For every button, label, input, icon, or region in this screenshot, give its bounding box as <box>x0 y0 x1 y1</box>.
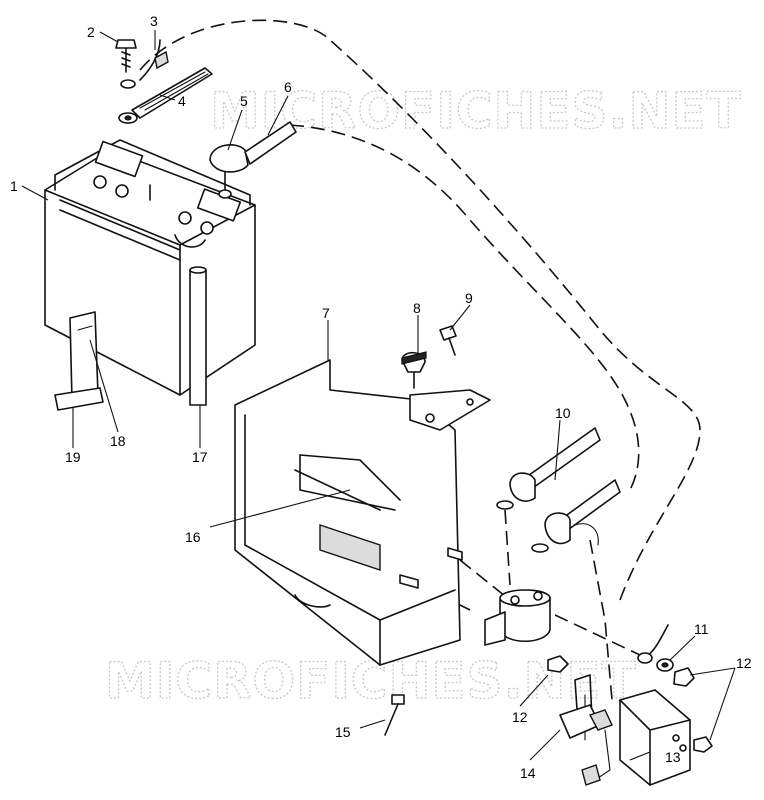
box-bracket <box>409 389 491 431</box>
ring-terminal <box>637 624 674 672</box>
battery-cable <box>244 121 297 165</box>
callout-1: 1 <box>10 178 18 194</box>
callout-11: 11 <box>694 621 709 637</box>
callout-2: 2 <box>87 24 95 40</box>
callout-19: 19 <box>65 449 81 465</box>
callout-14: 14 <box>520 765 536 781</box>
terminal-bolt <box>115 39 137 73</box>
vent-tube <box>189 266 207 406</box>
callout-6: 6 <box>284 79 292 95</box>
callout-12-left: 12 <box>512 709 528 725</box>
battery-strap <box>118 67 213 124</box>
nuts <box>547 655 713 753</box>
callout-10: 10 <box>555 405 571 421</box>
starter-solenoid <box>484 589 551 646</box>
callout-numbers: 1 2 3 4 5 6 7 8 9 10 11 12 12 13 14 15 1… <box>10 13 752 781</box>
callout-8: 8 <box>413 300 421 316</box>
cable-clip <box>401 351 427 389</box>
bottom-bolt <box>384 694 405 736</box>
leader-lines <box>21 30 736 761</box>
connector <box>559 704 613 786</box>
callout-15: 15 <box>335 724 351 740</box>
solenoid-cables <box>496 427 621 553</box>
callout-3: 3 <box>150 13 158 29</box>
callout-12-right: 12 <box>736 655 752 671</box>
callout-13: 13 <box>665 749 681 765</box>
callout-7: 7 <box>322 305 330 321</box>
mounting-bolt <box>439 325 457 356</box>
callout-17: 17 <box>192 449 208 465</box>
watermark-top: MICROFICHES.NET <box>210 82 742 140</box>
battery-box <box>234 359 461 666</box>
studs <box>399 547 463 589</box>
callout-9: 9 <box>465 290 473 306</box>
box-inner-panel <box>299 454 396 511</box>
battery-holder-strap <box>54 311 104 411</box>
ground-wire-small <box>120 39 169 89</box>
cable-routing-lines <box>139 19 701 701</box>
callout-16: 16 <box>185 529 201 545</box>
callout-18: 18 <box>110 433 126 449</box>
callout-5: 5 <box>240 93 248 109</box>
callout-4: 4 <box>178 93 186 109</box>
